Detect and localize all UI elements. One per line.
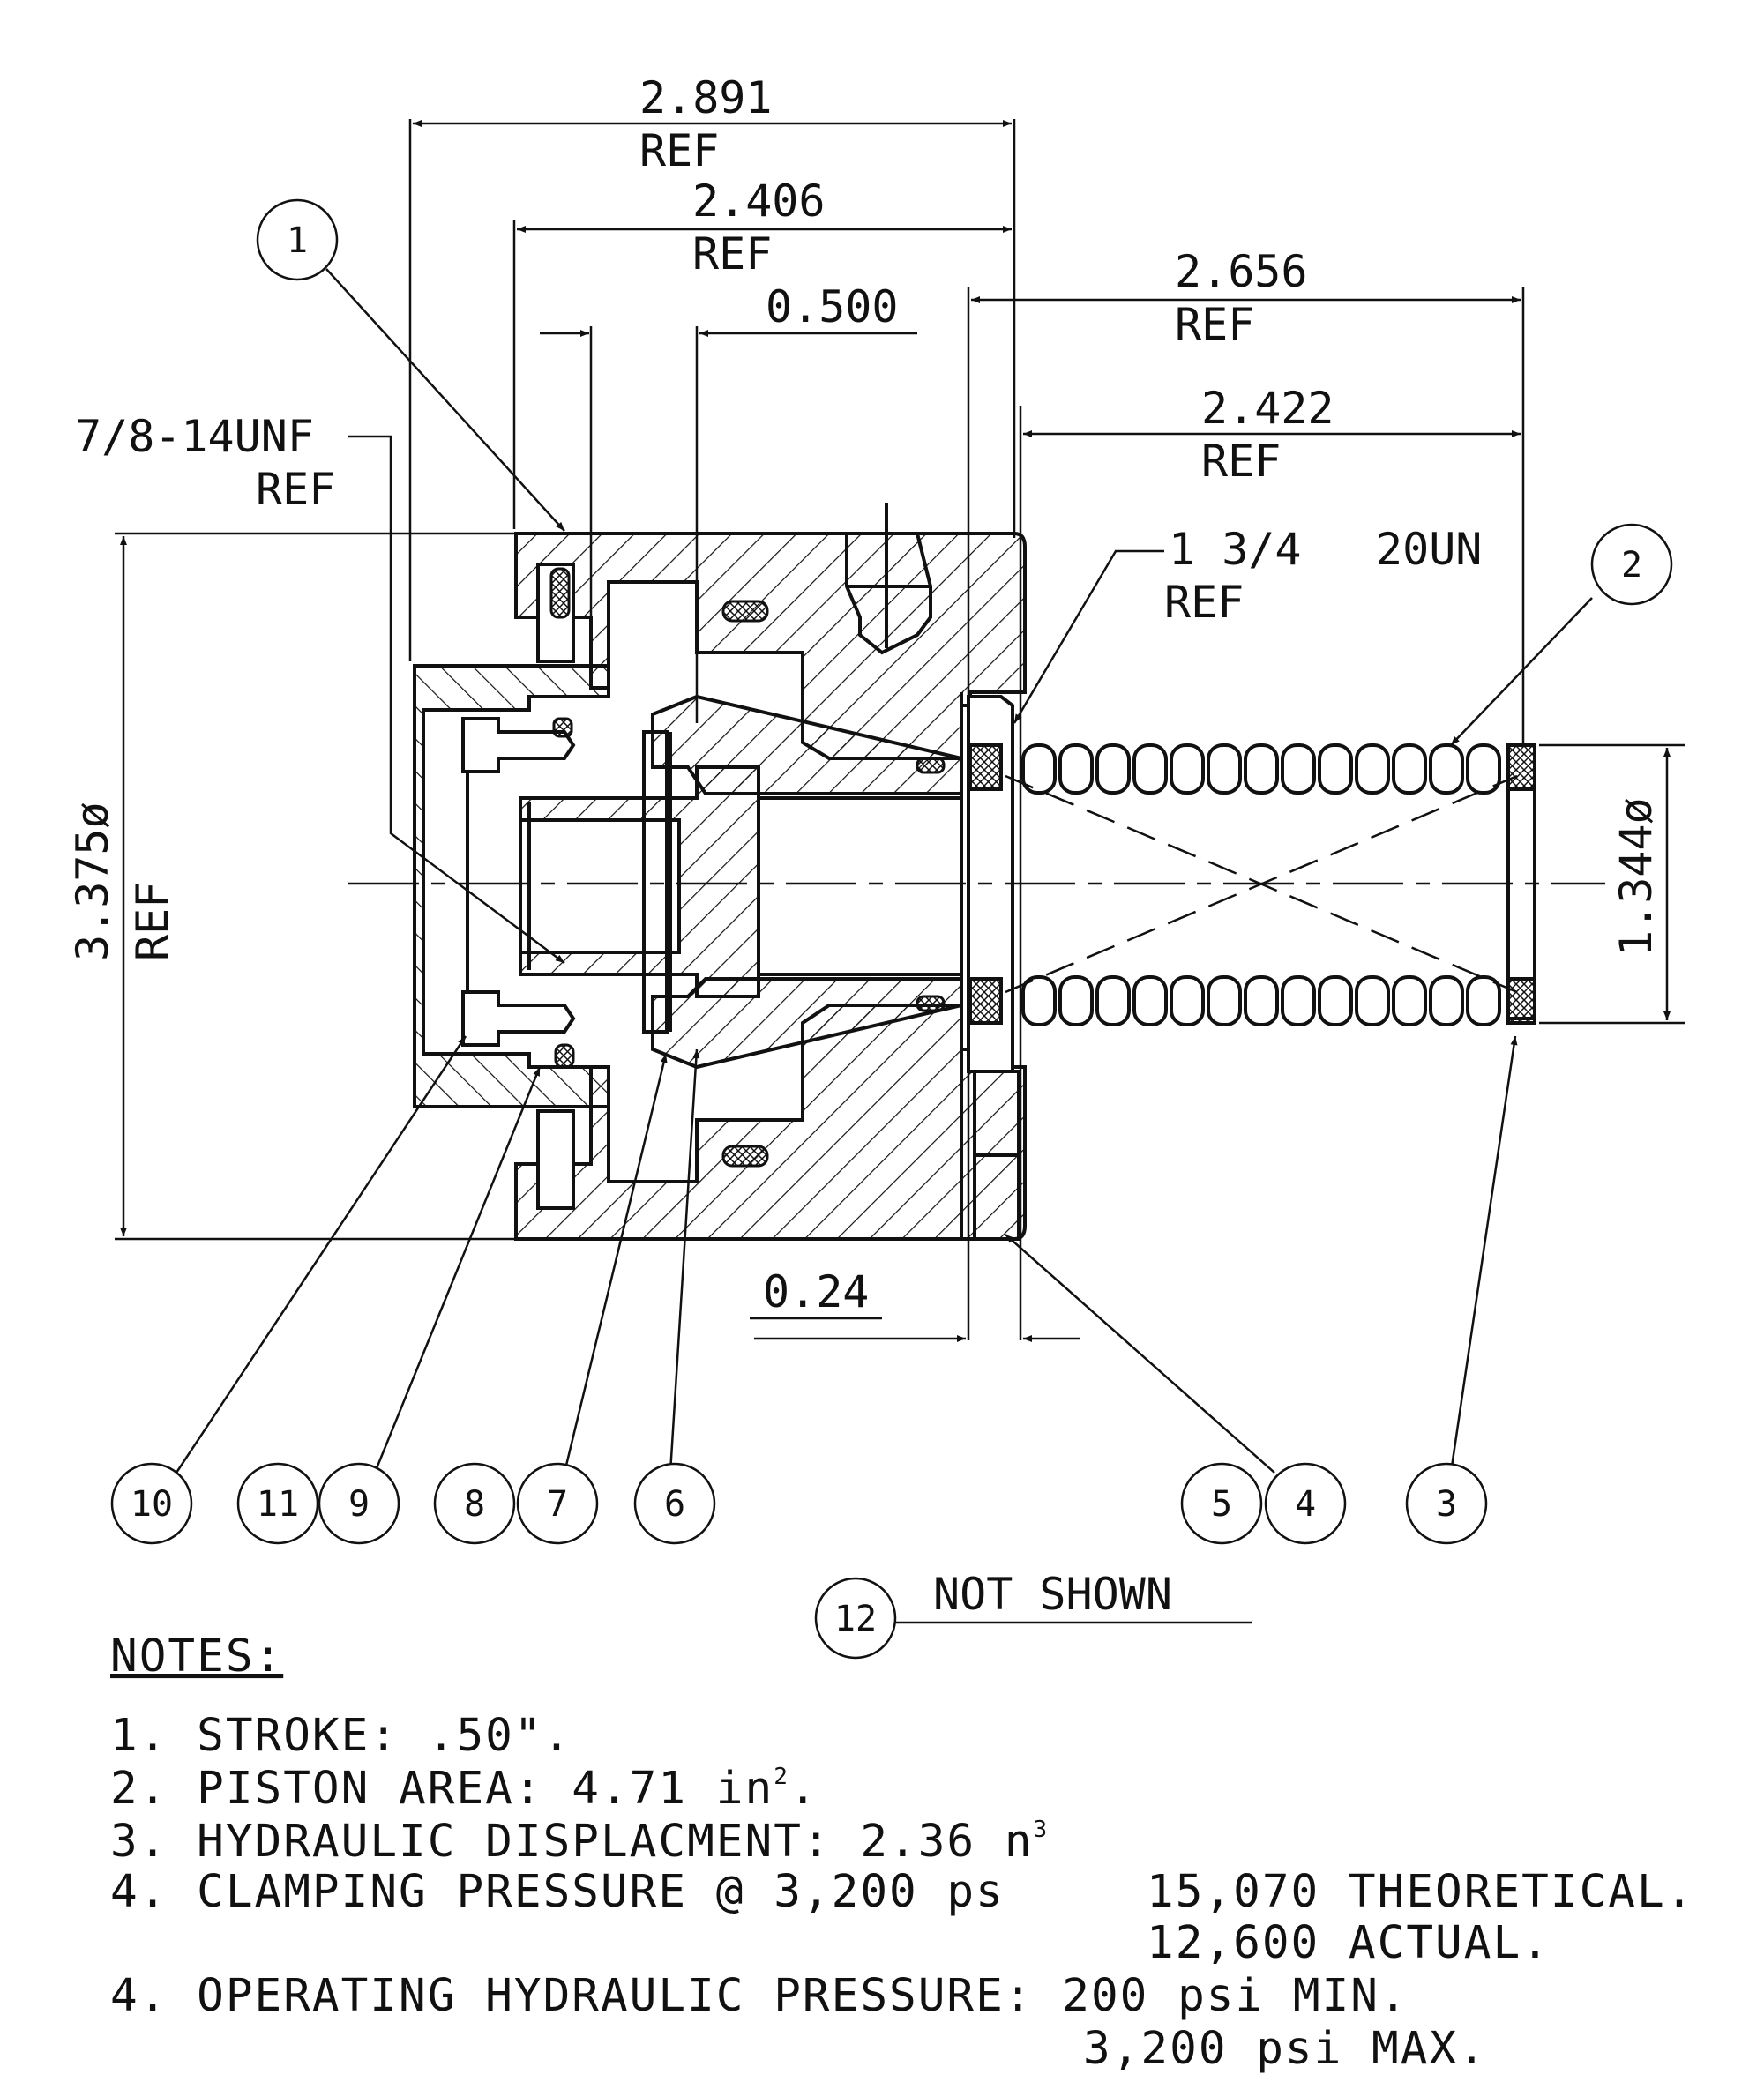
dim-3375-ref: REF bbox=[127, 882, 178, 961]
balloon-label-12: 12 bbox=[834, 1599, 877, 1639]
balloon-label-3: 3 bbox=[1436, 1484, 1457, 1525]
balloon-label-1: 1 bbox=[287, 220, 308, 261]
dim-2406: 2.406 bbox=[692, 175, 826, 227]
balloon-numbers: 1 2 3 4 5 6 7 8 9 10 11 12 bbox=[131, 220, 1642, 1639]
not-shown-label: NOT SHOWN bbox=[933, 1569, 1172, 1620]
thread-un-ref: REF bbox=[1164, 577, 1244, 628]
balloon-label-7: 7 bbox=[547, 1484, 568, 1525]
dim-2891: 2.891 bbox=[639, 72, 773, 123]
balloon-3 bbox=[1405, 1462, 1488, 1545]
dim-2422: 2.422 bbox=[1201, 383, 1334, 434]
dim-0500: 0.500 bbox=[766, 281, 899, 332]
spring-coil bbox=[1429, 975, 1464, 1026]
spring-coil bbox=[1466, 743, 1501, 795]
piston-rod bbox=[519, 765, 760, 998]
balloon-label-2: 2 bbox=[1621, 545, 1642, 586]
dim-024: 0.24 bbox=[763, 1266, 869, 1317]
dimension-labels: 2.891 REF 2.406 REF 0.500 2.656 REF 2.42… bbox=[67, 72, 1662, 1317]
spring-coil bbox=[1132, 975, 1168, 1026]
balloon-7 bbox=[516, 1462, 599, 1545]
balloon-9 bbox=[318, 1462, 400, 1545]
spring-coil bbox=[1392, 743, 1427, 795]
balloon-12 bbox=[814, 1577, 897, 1660]
dim-2422-ref: REF bbox=[1201, 436, 1281, 487]
spring-coil bbox=[1095, 743, 1131, 795]
spring-coil bbox=[1244, 975, 1279, 1026]
spring-coil bbox=[1318, 975, 1353, 1026]
balloon-label-5: 5 bbox=[1211, 1484, 1232, 1525]
balloon-10 bbox=[110, 1462, 193, 1545]
balloon-label-6: 6 bbox=[664, 1484, 685, 1525]
balloons bbox=[110, 198, 1673, 1660]
spring-coil bbox=[1021, 743, 1057, 795]
balloon-label-9: 9 bbox=[348, 1484, 370, 1525]
note-5-max: 3,200 psi MAX. bbox=[1083, 2023, 1487, 2075]
spring-coil bbox=[1058, 975, 1094, 1026]
spring-coil bbox=[1170, 743, 1205, 795]
balloon-11 bbox=[236, 1462, 319, 1545]
spring-lower bbox=[1021, 975, 1501, 1026]
spring-coil bbox=[1355, 743, 1390, 795]
spring-coil bbox=[1355, 975, 1390, 1026]
cylinder-body bbox=[514, 532, 1027, 1241]
dim-1344: 1.344ø bbox=[1611, 797, 1662, 957]
dimension-lines bbox=[115, 119, 1685, 1624]
spring-coil bbox=[1392, 975, 1427, 1026]
note-1: 1. STROKE: .50". bbox=[110, 1710, 572, 1762]
note-2: 2. PISTON AREA: 4.71 in2. bbox=[110, 1763, 818, 1815]
thread-un-pitch: 20UN bbox=[1376, 524, 1482, 575]
spring-coil bbox=[1095, 975, 1131, 1026]
spring-coil bbox=[1207, 743, 1242, 795]
balloon-label-4: 4 bbox=[1295, 1484, 1316, 1525]
balloon-label-8: 8 bbox=[464, 1484, 485, 1525]
spring-coil bbox=[1244, 743, 1279, 795]
spring-coil bbox=[1058, 743, 1094, 795]
dim-2656: 2.656 bbox=[1175, 246, 1308, 297]
balloon-5 bbox=[1180, 1462, 1263, 1545]
leader-lines bbox=[175, 268, 1593, 1474]
dim-2656-ref: REF bbox=[1175, 299, 1254, 350]
dim-3375: 3.375ø bbox=[67, 802, 118, 961]
thread-unf-ref: REF bbox=[256, 464, 335, 515]
spring-coil bbox=[1466, 975, 1501, 1026]
spring-coil bbox=[1281, 743, 1316, 795]
spring-coil bbox=[1021, 975, 1057, 1026]
spring-coil bbox=[1281, 975, 1316, 1026]
dim-2891-ref: REF bbox=[639, 125, 719, 176]
note-4-theoretical: 15,070 THEORETICAL. bbox=[1147, 1866, 1694, 1918]
spring-coil bbox=[1207, 975, 1242, 1026]
thread-un-size: 1 3/4 bbox=[1169, 524, 1302, 575]
balloon-2 bbox=[1590, 523, 1673, 606]
notes-title: NOTES: bbox=[110, 1631, 283, 1683]
note-4-actual: 12,600 ACTUAL. bbox=[1147, 1917, 1551, 1969]
thread-unf: 7/8-14UNF bbox=[75, 411, 314, 462]
balloon-8 bbox=[433, 1462, 516, 1545]
center-line bbox=[348, 774, 1605, 994]
spring-upper bbox=[1021, 743, 1501, 795]
note-5: 4. OPERATING HYDRAULIC PRESSURE: 200 psi… bbox=[110, 1970, 1409, 2022]
spring-coil bbox=[1318, 743, 1353, 795]
notes: NOTES: 1. STROKE: .50". 2. PISTON AREA: … bbox=[110, 1631, 1694, 2075]
balloon-1 bbox=[256, 198, 339, 281]
balloon-4 bbox=[1264, 1462, 1347, 1545]
spring-coil bbox=[1170, 975, 1205, 1026]
note-3: 3. HYDRAULIC DISPLACMENT: 2.36 n3 bbox=[110, 1816, 1049, 1868]
seals bbox=[549, 567, 946, 1168]
balloon-6 bbox=[633, 1462, 716, 1545]
dim-2406-ref: REF bbox=[692, 228, 772, 280]
spring-coil bbox=[1132, 743, 1168, 795]
spring-coil bbox=[1429, 743, 1464, 795]
balloon-label-10: 10 bbox=[131, 1484, 173, 1525]
balloon-label-11: 11 bbox=[257, 1484, 299, 1525]
note-4: 4. CLAMPING PRESSURE @ 3,200 ps bbox=[110, 1866, 1005, 1918]
